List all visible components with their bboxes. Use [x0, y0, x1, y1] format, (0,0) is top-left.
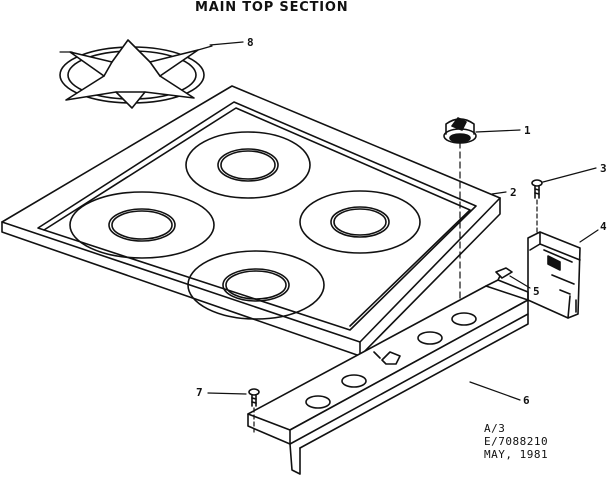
leader-4 [579, 229, 599, 243]
leader-2 [491, 191, 507, 195]
callout-5: 5 [533, 285, 540, 298]
burner-back [185, 131, 311, 199]
screw-top [531, 179, 543, 199]
mounting-bracket [527, 231, 581, 319]
burner-grate [59, 39, 213, 109]
control-panel [247, 279, 529, 475]
leader-8 [209, 41, 244, 46]
callout-1: 1 [524, 124, 531, 137]
screw-left [248, 388, 260, 407]
burner-left [69, 191, 215, 259]
callout-6: 6 [523, 394, 530, 407]
callout-4: 4 [600, 220, 607, 233]
burner-right [299, 190, 421, 254]
note-line-2: E/7088210 [484, 435, 549, 448]
leader-3 [542, 167, 597, 183]
leader-1 [475, 129, 521, 133]
callout-3: 3 [600, 162, 607, 175]
note-line-3: MAY, 1981 [484, 448, 549, 461]
callout-2: 2 [510, 186, 517, 199]
diagram-title: MAIN TOP SECTION [195, 0, 349, 15]
control-knob [443, 117, 477, 144]
leader-6 [469, 381, 521, 401]
note-line-1: A/3 [484, 422, 506, 435]
retaining-clip [495, 267, 513, 281]
leader-5 [509, 275, 531, 289]
callout-8: 8 [247, 36, 254, 49]
burner-front [187, 250, 325, 320]
callout-7: 7 [196, 386, 203, 399]
leader-7 [207, 392, 247, 395]
cooktop [1, 85, 501, 357]
